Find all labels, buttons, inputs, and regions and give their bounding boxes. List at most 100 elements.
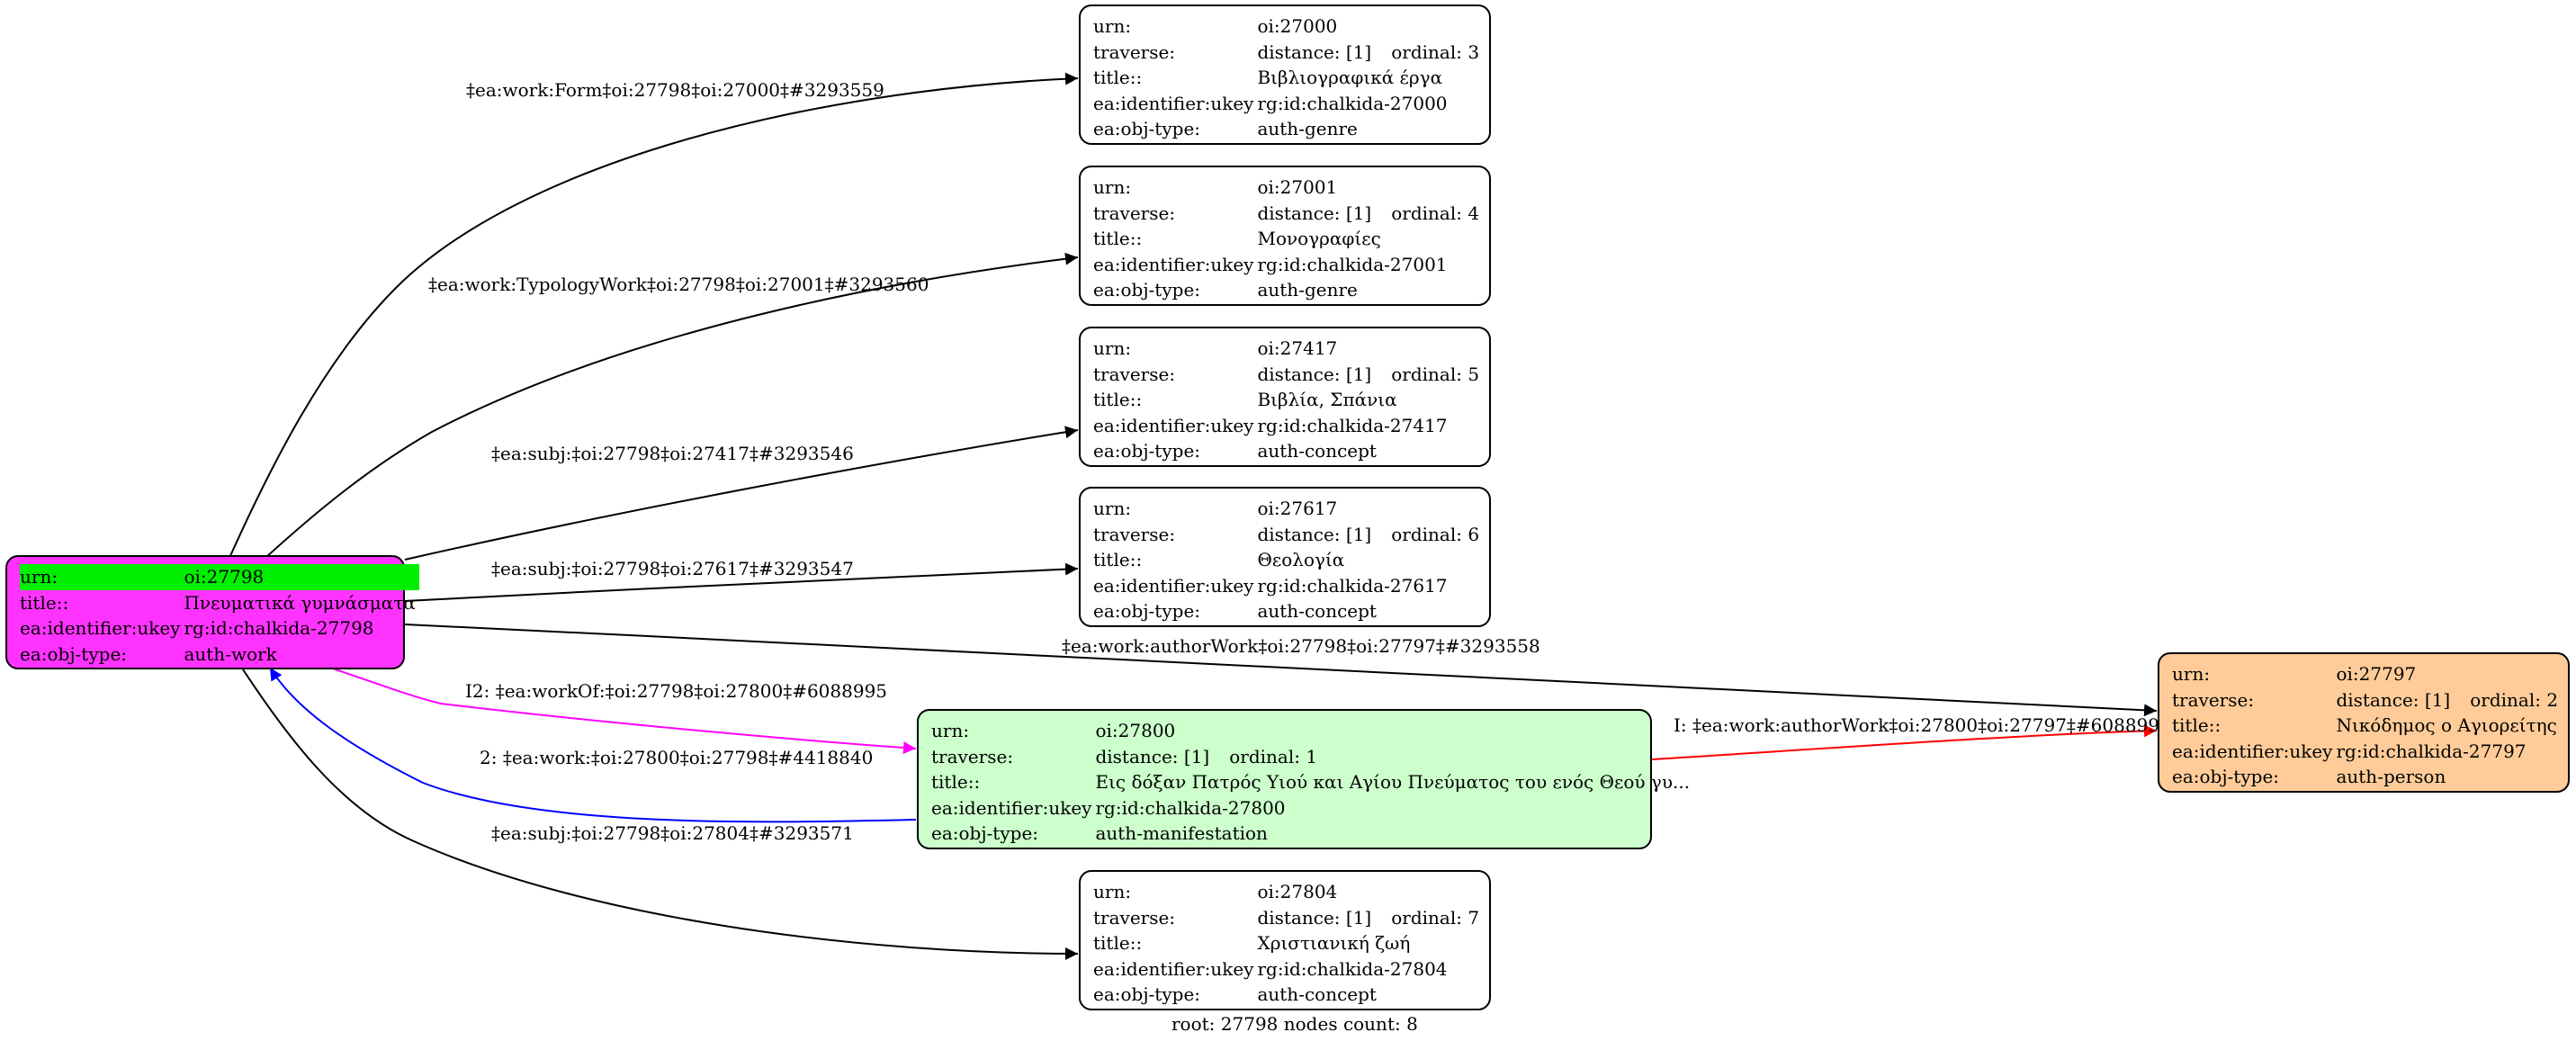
field-value: auth-concept	[1257, 440, 1377, 462]
field-key: urn:	[1093, 881, 1132, 902]
field-key: urn:	[1093, 337, 1132, 359]
field-value: auth-work	[184, 642, 277, 665]
field-value: oi:27804	[1257, 881, 1338, 902]
field-key: urn:	[1093, 176, 1132, 198]
field-key: ea:identifier:ukey	[1093, 92, 1254, 114]
field-key: ea:obj-type:	[2172, 766, 2280, 787]
edge-author	[404, 624, 2158, 717]
field-value: rg:id:chalkida-27798	[184, 617, 374, 639]
distance-value: distance: [1]	[1257, 523, 1372, 545]
field-key: ea:obj-type:	[1093, 118, 1201, 139]
field-value: rg:id:chalkida-27000	[1257, 92, 1448, 114]
graph-footer: root: 27798 nodes count: 8	[1171, 1013, 1418, 1035]
field-key: traverse:	[2172, 688, 2255, 711]
edge-label-form: ‡ea:work:Form‡oi:27798‡oi:27000‡#3293559	[466, 79, 884, 101]
field-key: title::	[1093, 389, 1143, 410]
field-value: rg:id:chalkida-27797	[2336, 740, 2527, 762]
node-root-27798[interactable]: urn: oi:27798 title:: Πνευματικά γυμνάσμ…	[5, 555, 419, 669]
distance-value: distance: [1]	[1257, 40, 1372, 63]
edge-label-author: ‡ea:work:authorWork‡oi:27798‡oi:27797‡#3…	[1062, 635, 1540, 657]
field-value: Θεολογία	[1257, 549, 1345, 570]
field-key: ea:identifier:ukey	[1093, 574, 1254, 597]
field-key: ea:obj-type:	[1093, 983, 1201, 1005]
edge-author-manif	[1651, 724, 2158, 760]
field-value: auth-genre	[1257, 279, 1358, 301]
node-27417[interactable]: urn:oi:27417 traverse:distance: [1]ordin…	[1079, 327, 1491, 467]
field-value: rg:id:chalkida-27804	[1257, 957, 1448, 980]
field-key: urn:	[1093, 15, 1132, 37]
edge-label-workOf: I2: ‡ea:workOf:‡oi:27798‡oi:27800‡#60889…	[465, 680, 888, 702]
field-value: oi:27798	[184, 564, 419, 590]
field-key: title::	[1093, 932, 1143, 954]
node-27001[interactable]: urn:oi:27001 traverse:distance: [1]ordin…	[1079, 166, 1491, 306]
ordinal-value: ordinal: 4	[1391, 202, 1480, 224]
field-value: Βιβλία, Σπάνια	[1257, 389, 1397, 410]
edge-label-typology: ‡ea:work:TypologyWork‡oi:27798‡oi:27001‡…	[428, 274, 929, 295]
field-value: oi:27800	[1095, 720, 1176, 741]
field-key: traverse:	[1093, 906, 1176, 929]
edge-label-subj-27804: ‡ea:subj:‡oi:27798‡oi:27804‡#3293571	[491, 822, 854, 844]
field-key: traverse:	[931, 745, 1014, 767]
field-value: Βιβλιογραφικά έργα	[1257, 67, 1443, 88]
field-key: ea:identifier:ukey	[1093, 957, 1254, 980]
node-27804[interactable]: urn:oi:27804 traverse:distance: [1]ordin…	[1079, 870, 1491, 1010]
field-value: Μονογραφίες	[1257, 228, 1381, 249]
node-27800[interactable]: urn:oi:27800 traverse:distance: [1]ordin…	[917, 709, 1690, 849]
field-value: auth-manifestation	[1095, 822, 1268, 844]
distance-value: distance: [1]	[1257, 906, 1372, 929]
field-key: title::	[1093, 228, 1143, 249]
field-key: title::	[2172, 714, 2221, 736]
field-value: Νικόδημος ο Αγιορείτης	[2336, 714, 2557, 736]
field-value: Πνευματικά γυμνάσματα	[184, 591, 416, 614]
field-key: ea:identifier:ukey	[931, 796, 1092, 819]
node-table: urn:oi:27001 traverse:distance: [1]ordin…	[1093, 175, 1483, 303]
field-value: Χριστιανική ζωή	[1257, 932, 1411, 954]
field-value: oi:27797	[2336, 663, 2417, 685]
node-table: urn:oi:27617 traverse:distance: [1]ordin…	[1093, 496, 1483, 624]
node-root-table: urn: oi:27798 title:: Πνευματικά γυμνάσμ…	[20, 564, 419, 667]
node-root-title-row: title:: Πνευματικά γυμνάσματα	[20, 590, 419, 616]
field-key: ea:obj-type:	[1093, 440, 1201, 462]
field-key: title::	[1093, 549, 1143, 570]
node-27797[interactable]: urn:oi:27797 traverse:distance: [1]ordin…	[2158, 652, 2570, 793]
node-table: urn:oi:27797 traverse:distance: [1]ordin…	[2172, 661, 2562, 790]
field-value: auth-person	[2336, 766, 2446, 787]
edge-form	[229, 72, 1079, 559]
field-key: title::	[20, 591, 69, 614]
field-key: ea:obj-type:	[931, 822, 1039, 844]
edge-workOf	[332, 668, 917, 754]
edge-work	[269, 667, 917, 823]
distance-value: distance: [1]	[1095, 745, 1210, 767]
edge-typology	[265, 252, 1079, 559]
field-value: rg:id:chalkida-27800	[1095, 796, 1286, 819]
node-table: urn:oi:27417 traverse:distance: [1]ordin…	[1093, 336, 1483, 464]
edge-subj-27804	[242, 669, 1079, 960]
edge-label-subj-27417: ‡ea:subj:‡oi:27798‡oi:27417‡#3293546	[491, 443, 854, 464]
node-table: urn:oi:27000 traverse:distance: [1]ordin…	[1093, 13, 1483, 142]
field-key: traverse:	[1093, 523, 1176, 545]
ordinal-value: ordinal: 6	[1391, 523, 1480, 545]
node-root-type-row: ea:obj-type: auth-work	[20, 642, 419, 668]
field-key: title::	[931, 771, 981, 793]
field-key: ea:identifier:ukey	[1093, 253, 1254, 275]
field-value: oi:27617	[1257, 498, 1338, 519]
edge-label-subj-27617: ‡ea:subj:‡oi:27798‡oi:27617‡#3293547	[491, 558, 854, 579]
field-key: ea:identifier:ukey	[20, 617, 181, 639]
field-value: oi:27000	[1257, 15, 1338, 37]
field-value: auth-genre	[1257, 118, 1358, 139]
edge-subj-27617	[404, 562, 1079, 602]
field-value: oi:27417	[1257, 337, 1338, 359]
node-table: urn:oi:27804 traverse:distance: [1]ordin…	[1093, 879, 1483, 1008]
distance-value: distance: [1]	[1257, 202, 1372, 224]
node-root-urn-row: urn: oi:27798	[20, 564, 419, 590]
node-27617[interactable]: urn:oi:27617 traverse:distance: [1]ordin…	[1079, 487, 1491, 627]
edge-label-author-manif: I: ‡ea:work:authorWork‡oi:27800‡oi:27797…	[1674, 714, 2171, 736]
field-key: urn:	[931, 720, 970, 741]
node-27000[interactable]: urn:oi:27000 traverse:distance: [1]ordin…	[1079, 4, 1491, 145]
field-value: auth-concept	[1257, 983, 1377, 1005]
field-key: ea:obj-type:	[20, 642, 128, 665]
distance-value: distance: [1]	[1257, 363, 1372, 385]
distance-value: distance: [1]	[2336, 688, 2451, 711]
node-table: urn:oi:27800 traverse:distance: [1]ordin…	[931, 718, 1693, 847]
